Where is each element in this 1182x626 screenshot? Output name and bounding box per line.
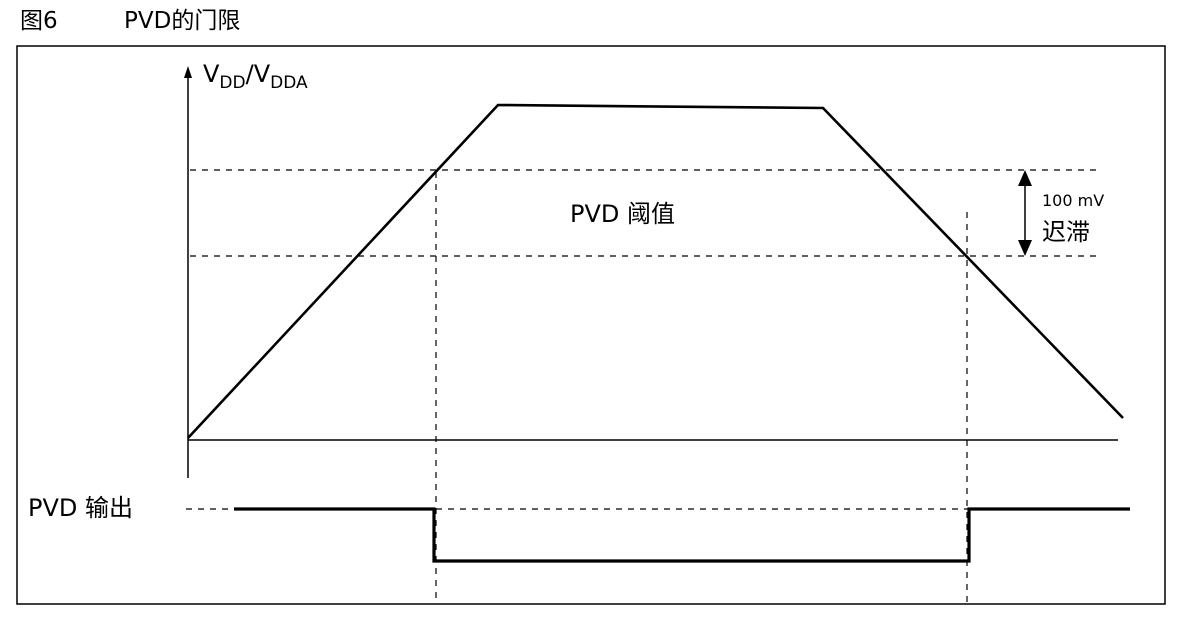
- figure-title: PVD的门限: [124, 8, 241, 34]
- hysteresis-arrow-down: [1018, 240, 1032, 256]
- hysteresis-value: 100 mV: [1042, 191, 1104, 210]
- y-axis-label: VDD/VDDA: [203, 60, 308, 93]
- y-axis-label-v2: V: [254, 60, 271, 88]
- y-axis-label-v1: V: [203, 60, 220, 88]
- output-label: PVD 输出: [28, 494, 133, 522]
- hysteresis-label: 迟滞: [1042, 218, 1090, 246]
- figure-caption: 图6 PVD的门限: [20, 4, 240, 38]
- y-axis-label-slash: /: [246, 60, 255, 88]
- y-axis-label-sub1: DD: [219, 73, 245, 93]
- supply-voltage-curve: [187, 103, 1124, 439]
- hysteresis-arrow-up: [1018, 170, 1032, 186]
- figure-number: 图6: [20, 8, 58, 34]
- diagram-frame: [16, 45, 1166, 605]
- y-axis-arrow: [184, 66, 192, 78]
- pvd-output-signal: [234, 507, 1130, 563]
- y-axis-label-sub2: DDA: [270, 73, 308, 93]
- threshold-label: PVD 阈值: [570, 200, 675, 228]
